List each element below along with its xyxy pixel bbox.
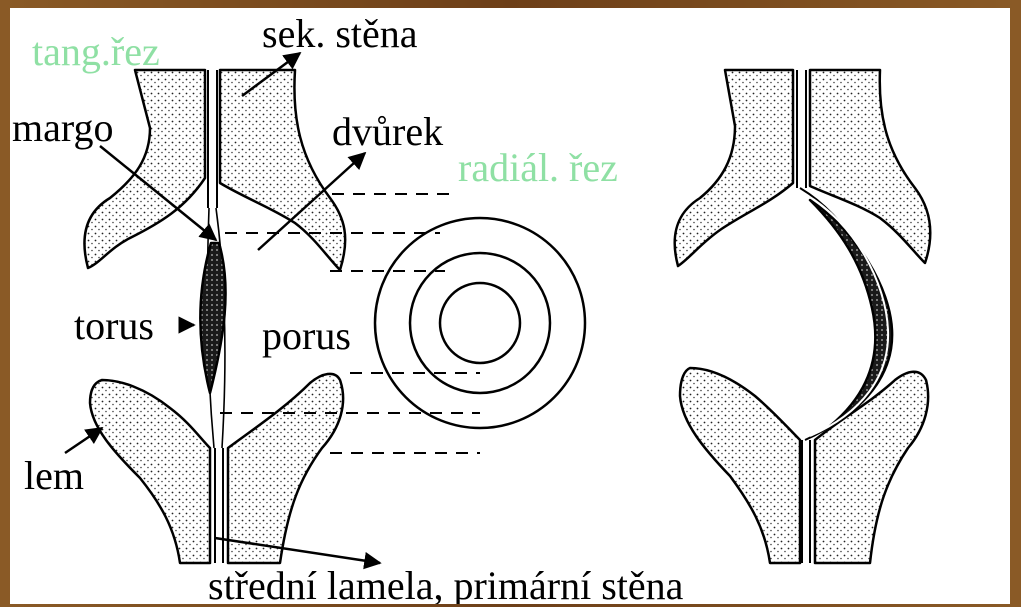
upper-left-wall (84, 70, 205, 268)
label-dvurek: dvůrek (332, 112, 443, 152)
label-sek-stena: sek. stěna (262, 14, 418, 54)
label-margo: margo (12, 108, 113, 148)
label-tang-rez: tang.řez (32, 32, 160, 72)
right-lower-left-wall (680, 368, 800, 563)
torus-shape (200, 243, 225, 393)
arrow-lem (65, 428, 102, 453)
label-porus: porus (262, 316, 351, 356)
diagram-panel: tang.řez sek. stěna margo dvůrek radiál.… (10, 8, 1010, 604)
label-lem: lem (24, 456, 84, 496)
lower-right-wall (228, 374, 343, 563)
lower-left-wall (90, 380, 210, 563)
right-lower-right-wall (815, 372, 928, 563)
right-upper-left-wall (675, 70, 793, 266)
upper-right-wall (220, 70, 345, 270)
label-stredni-lamela: střední lamela, primární stěna (208, 566, 683, 604)
label-radial-rez: radiál. řez (458, 148, 618, 188)
bordered-pit-diagram (10, 8, 1010, 604)
right-pit-section (675, 70, 931, 563)
radial-view (375, 218, 585, 428)
right-upper-right-wall (810, 70, 930, 263)
label-torus: torus (74, 306, 154, 346)
